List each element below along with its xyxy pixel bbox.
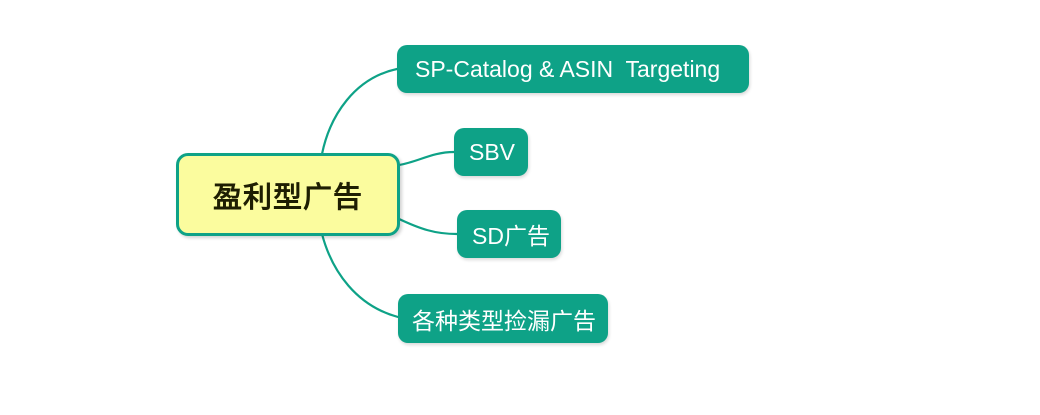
root-topic[interactable]: 盈利型广告 bbox=[176, 153, 400, 236]
topic-misc-bargain-ads[interactable]: 各种类型捡漏广告 bbox=[398, 294, 608, 343]
connector-root-to-topic-2 bbox=[397, 150, 456, 167]
connector-root-to-topic-1 bbox=[320, 67, 399, 156]
topic-sd-ads[interactable]: SD广告 bbox=[457, 210, 561, 258]
topic-label: 各种类型捡漏广告 bbox=[412, 307, 596, 334]
topic-sbv[interactable]: SBV bbox=[454, 128, 528, 176]
topic-label: SD广告 bbox=[472, 223, 550, 249]
connector-root-to-topic-3 bbox=[395, 216, 459, 236]
root-topic-label: 盈利型广告 bbox=[212, 181, 363, 214]
topic-label: SP-Catalog & ASIN Targeting bbox=[415, 55, 721, 82]
connector-root-to-topic-4 bbox=[320, 232, 400, 319]
topic-sp-catalog-asin-targeting[interactable]: SP-Catalog & ASIN Targeting bbox=[397, 45, 749, 93]
topic-label: SBV bbox=[469, 138, 516, 165]
